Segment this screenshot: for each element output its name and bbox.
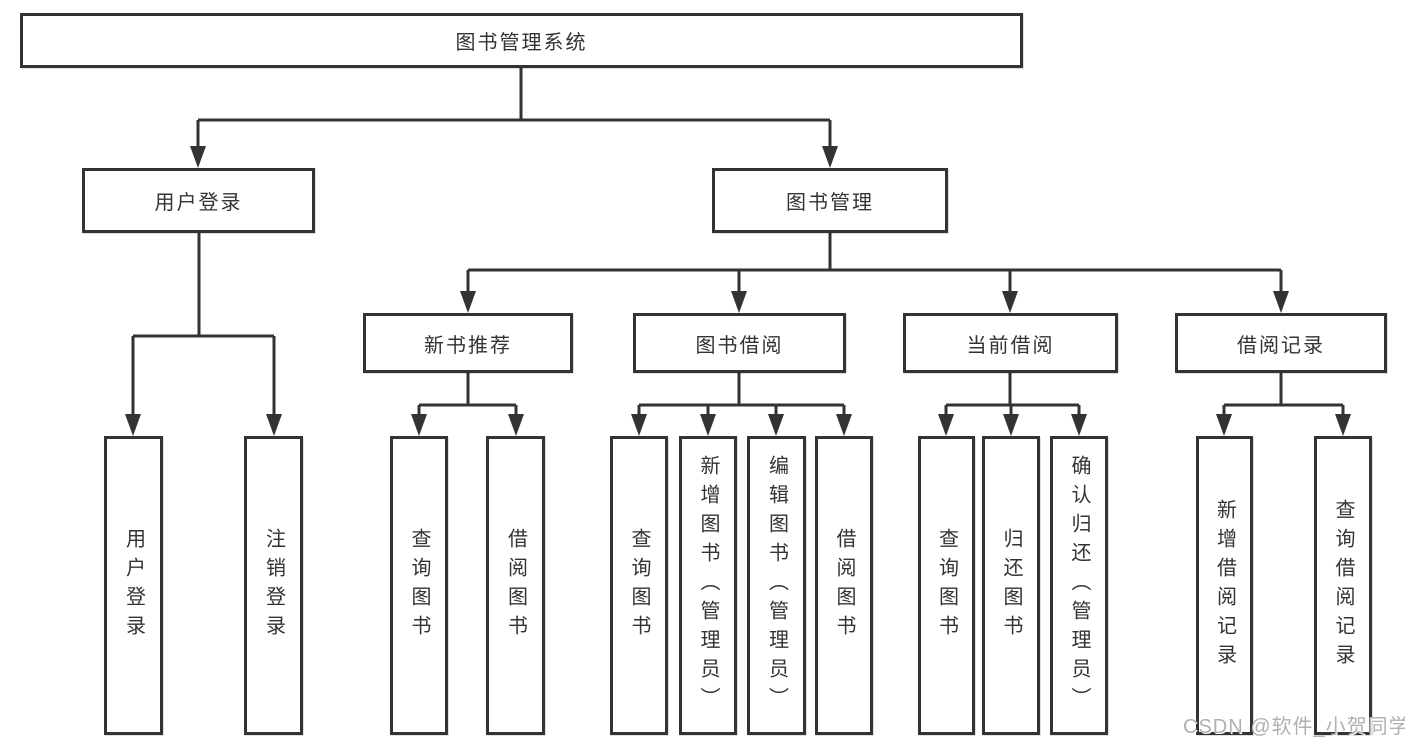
node-user-login-label: 用户登录 [154, 192, 243, 214]
leaf-query-book-2-label: 查询图书 [628, 527, 650, 644]
node-library-system: 图书管理系统 [20, 13, 1023, 68]
node-new-book-recommendation-label: 新书推荐 [424, 334, 512, 357]
leaf-user-login: 用户登录 [104, 436, 163, 735]
leaf-logout: 注销登录 [244, 436, 303, 735]
node-user-login: 用户登录 [82, 168, 315, 233]
leaf-query-borrow-record: 查询借阅记录 [1314, 436, 1372, 735]
leaf-query-book-3-label: 查询图书 [935, 527, 958, 644]
node-current-borrowing: 当前借阅 [903, 313, 1118, 373]
node-book-borrowing-label: 图书借阅 [695, 334, 784, 357]
leaf-query-book-2: 查询图书 [610, 436, 668, 735]
node-book-management-label: 图书管理 [786, 192, 874, 214]
connector-root-to-level1 [196, 68, 832, 150]
leaf-query-book-3: 查询图书 [918, 436, 975, 735]
leaf-query-book-1-label: 查询图书 [408, 527, 430, 644]
leaf-add-borrow-record-label: 新增借阅记录 [1213, 498, 1236, 673]
leaf-confirm-return-admin: 确认归还（管理员） [1050, 436, 1108, 735]
leaf-borrow-book-2-label: 借阅图书 [833, 527, 855, 644]
connector-newbook-to-leaves [417, 373, 518, 420]
node-book-borrowing: 图书借阅 [633, 313, 846, 373]
leaf-edit-book-admin: 编辑图书（管理员） [747, 436, 806, 735]
node-book-management: 图书管理 [712, 168, 948, 233]
connector-records-to-leaves [1222, 373, 1345, 420]
leaf-return-book: 归还图书 [982, 436, 1040, 735]
leaf-add-book-admin: 新增图书（管理员） [679, 436, 737, 735]
leaf-add-book-admin-label: 新增图书（管理员） [697, 455, 719, 716]
connector-current-to-leaves [944, 373, 1081, 420]
connector-mgmt-to-level2 [466, 233, 1283, 295]
node-library-system-label: 图书管理系统 [455, 32, 588, 54]
node-new-book-recommendation: 新书推荐 [363, 313, 573, 373]
leaf-confirm-return-admin-label: 确认归还（管理员） [1068, 455, 1090, 716]
connector-borrow-to-leaves [637, 373, 846, 420]
arrowheads-level2 [460, 291, 1289, 313]
arrowheads-newbook [411, 414, 524, 436]
node-current-borrowing-label: 当前借阅 [966, 334, 1055, 357]
arrowheads-borrow [631, 414, 852, 436]
leaf-borrow-book-1-label: 借阅图书 [504, 527, 527, 644]
node-borrowing-records: 借阅记录 [1175, 313, 1387, 373]
node-borrowing-records-label: 借阅记录 [1237, 334, 1325, 357]
connector-userlogin-to-leaves [131, 233, 276, 418]
leaf-add-borrow-record: 新增借阅记录 [1196, 436, 1253, 735]
arrowheads-userlogin [125, 414, 282, 436]
leaf-query-book-1: 查询图书 [390, 436, 448, 735]
arrowheads-current [938, 414, 1087, 436]
csdn-watermark: CSDN @软件_小贺同学 [1183, 716, 1405, 738]
leaf-return-book-label: 归还图书 [1000, 527, 1022, 644]
arrowheads-level1 [190, 146, 838, 168]
leaf-edit-book-admin-label: 编辑图书（管理员） [765, 455, 788, 716]
leaf-query-borrow-record-label: 查询借阅记录 [1332, 498, 1354, 673]
leaf-borrow-book-2: 借阅图书 [815, 436, 873, 735]
leaf-logout-label: 注销登录 [262, 527, 285, 644]
arrowheads-records [1216, 414, 1351, 436]
leaf-borrow-book-1: 借阅图书 [486, 436, 545, 735]
leaf-user-login-label: 用户登录 [122, 527, 145, 644]
